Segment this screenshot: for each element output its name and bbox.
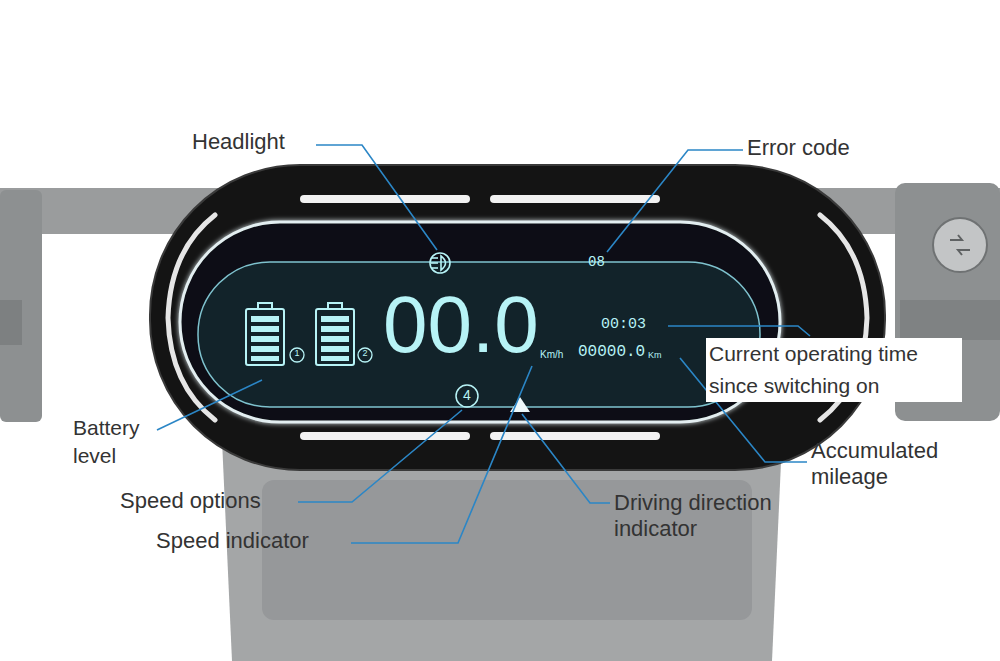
battery-number-ring xyxy=(290,348,304,362)
error-code-value: 08 xyxy=(588,255,605,269)
speed-unit: Km/h xyxy=(540,350,563,360)
light-strip xyxy=(300,195,470,203)
battery-number: 2 xyxy=(360,349,370,358)
lever-left xyxy=(0,300,22,345)
screen-rim xyxy=(180,222,780,422)
battery-bars xyxy=(321,316,349,361)
headlight-icon xyxy=(430,253,450,273)
battery-bars xyxy=(251,316,279,361)
mileage-unit: Km xyxy=(648,351,662,360)
mode-button xyxy=(933,218,987,272)
display-housing xyxy=(150,165,885,470)
callout-label: Headlight xyxy=(192,131,285,153)
lcd-screen xyxy=(198,262,760,407)
light-strip xyxy=(490,432,660,440)
button-arrows xyxy=(950,235,970,255)
mileage-value: 00000.0 xyxy=(578,344,645,360)
callout-label: Accumulated mileage xyxy=(811,438,976,490)
time-value: 00:03 xyxy=(601,317,646,332)
speed-option-number: 4 xyxy=(460,388,474,402)
grip-left xyxy=(0,190,42,422)
callout-label: Speed indicator xyxy=(156,530,309,552)
speed-option-ring xyxy=(456,385,478,407)
callout-label: Driving direction indicator xyxy=(614,490,819,542)
battery-icon xyxy=(316,303,354,365)
grip-band xyxy=(900,300,1000,340)
battery-icon xyxy=(246,303,284,365)
light-strip xyxy=(300,432,470,440)
battery-number: 1 xyxy=(292,349,302,358)
callout-label: Error code xyxy=(747,137,850,159)
callout-label: Current operating time since switching o… xyxy=(706,338,962,402)
light-strip xyxy=(490,195,660,203)
battery-number-ring xyxy=(358,348,372,362)
callout-label: Speed options xyxy=(120,490,261,512)
speed-value: 00.0 xyxy=(383,285,539,365)
callout-label: Battery level xyxy=(73,414,161,470)
